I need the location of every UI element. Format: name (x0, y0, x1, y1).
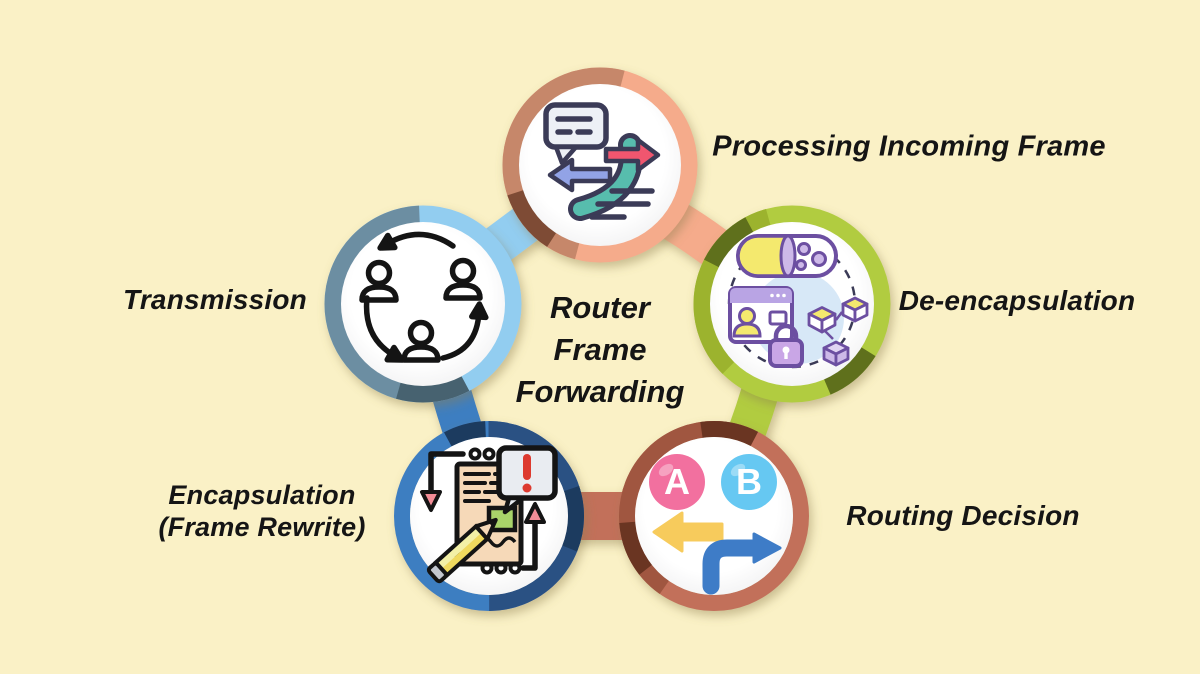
node-deencapsulation (693, 205, 891, 403)
capsule-unpack-icon (727, 234, 869, 369)
label-encapsulation-line-1: Encapsulation (168, 480, 356, 510)
label-processing-incoming-frame: Processing Incoming Frame (712, 130, 1106, 163)
option-a-label: A (664, 461, 690, 502)
option-b-label: B (736, 461, 762, 502)
label-routing-decision: Routing Decision (846, 500, 1080, 531)
people-cycle-icon (359, 231, 489, 363)
label-de-encapsulation: De-encapsulation (898, 285, 1136, 316)
label-encapsulation-line-2: (Frame Rewrite) (158, 512, 366, 542)
node-transmission (324, 205, 522, 403)
node-routing: A B (619, 421, 809, 611)
node-processing (502, 67, 698, 263)
title-line-2: Frame (553, 332, 647, 367)
frame-rewrite-icon (420, 445, 558, 584)
diagram-title: Router Frame Forwarding (516, 287, 685, 413)
node-encapsulation (394, 421, 584, 611)
title-line-1: Router (550, 290, 650, 325)
ab-direction-icon: A B (649, 454, 782, 595)
title-line-3: Forwarding (515, 374, 685, 409)
label-transmission: Transmission (123, 284, 307, 315)
label-encapsulation: Encapsulation (Frame Rewrite) (112, 479, 412, 543)
phone-message-forward-icon (543, 102, 661, 221)
